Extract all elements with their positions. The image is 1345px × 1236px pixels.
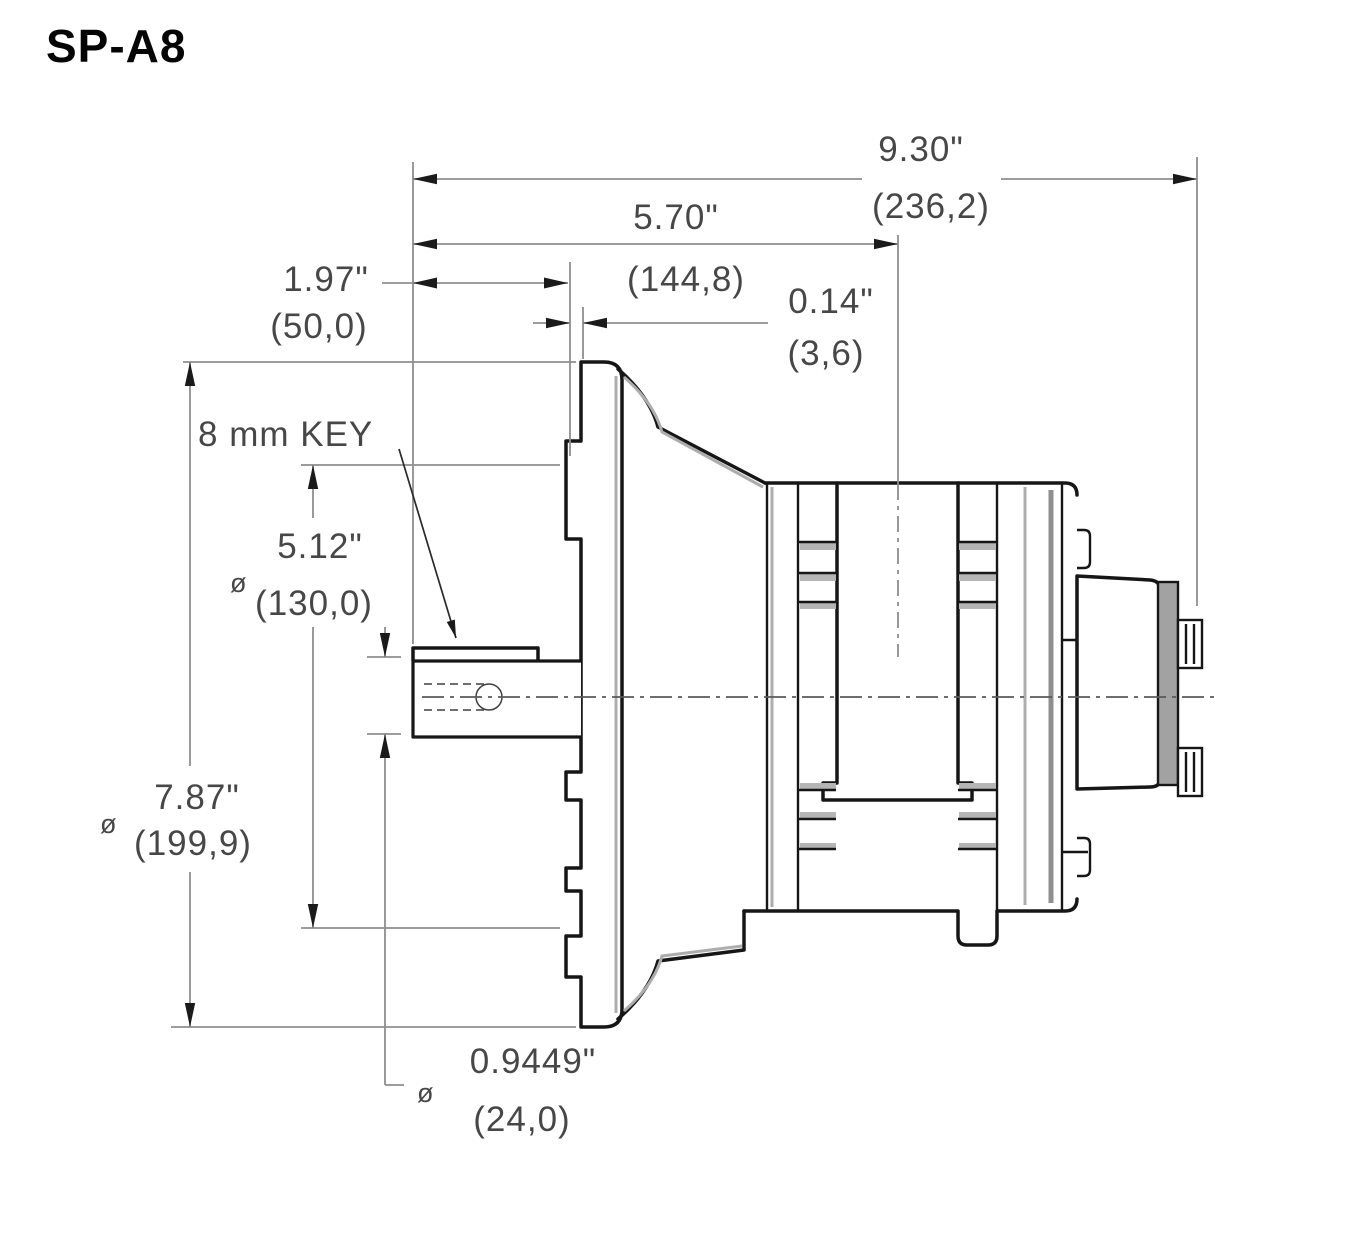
spacer-bump: [956, 911, 999, 947]
body-top-edge: [763, 481, 1079, 497]
key-callout-leader: [398, 448, 457, 639]
label-shaftdia-mm: (24,0): [473, 1100, 570, 1139]
tie-bolt-left: [799, 540, 836, 851]
bell-top-shading: [623, 375, 764, 489]
rear-cover: [1075, 574, 1204, 798]
label-shaftdia-in: 0.9449": [470, 1042, 596, 1081]
label-boltcircle-in: 5.12": [277, 527, 363, 566]
output-shaft: [411, 659, 581, 739]
dim-shaft-dia: [379, 627, 404, 1086]
dia-symbol-shaft: ø: [417, 1078, 434, 1108]
dim-shaft-length: [382, 277, 568, 289]
tie-bolt-right: [958, 540, 996, 851]
label-overall-mm: (236,2): [872, 187, 990, 226]
bell-housing-top: [616, 367, 767, 485]
cap-bolt-bottom: [1176, 746, 1204, 798]
bell-bottom-shading: [623, 944, 743, 1013]
label-shaftlen-in: 1.97": [283, 260, 369, 299]
cap-bolt-top: [1176, 618, 1204, 670]
dia-symbol-bolt-circle: ø: [230, 568, 247, 598]
label-pilot-in: 0.14": [788, 282, 874, 321]
label-flange-in: 7.87": [154, 778, 240, 817]
label-overall-in: 9.30": [878, 130, 964, 169]
drawing-title: SP-A8: [46, 20, 186, 72]
body-bottom-edge: [742, 897, 1079, 913]
label-key: 8 mm KEY: [198, 415, 373, 454]
label-pilot-mm: (3,6): [788, 334, 865, 373]
shaft-key: [411, 646, 540, 661]
dia-symbol-flange: ø: [100, 809, 117, 839]
label-shaftlen-mm: (50,0): [270, 307, 367, 346]
label-boltcircle-mm: (130,0): [255, 584, 373, 623]
label-mount-mm: (144,8): [627, 260, 745, 299]
label-flange-mm: (199,9): [134, 824, 252, 863]
label-mount-in: 5.70": [633, 198, 719, 237]
bell-housing-bottom: [616, 909, 746, 1021]
motor-body: [411, 360, 1204, 1029]
